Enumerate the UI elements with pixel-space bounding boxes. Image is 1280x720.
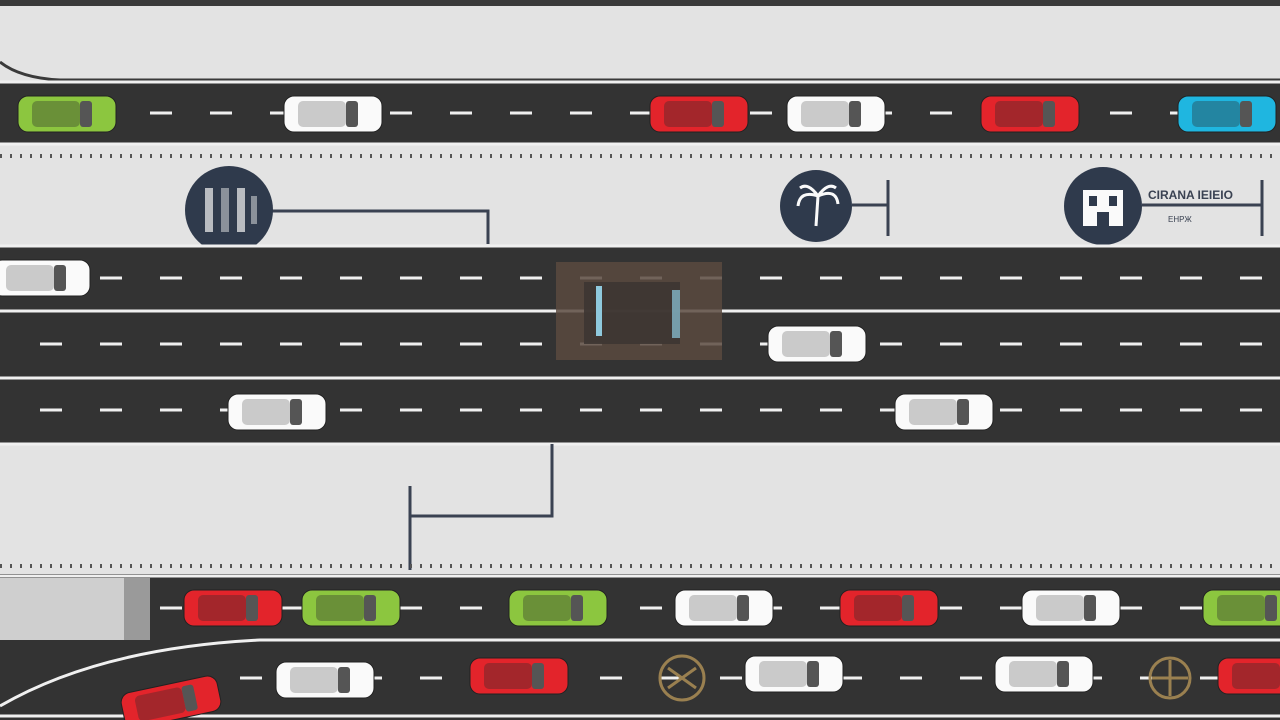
sign-connector-1 — [272, 209, 490, 244]
vehicle-green-car — [508, 589, 608, 627]
vehicle-white-car — [227, 393, 327, 431]
vehicle-red-car — [469, 657, 569, 695]
top-rail — [0, 0, 1280, 6]
vehicle-white-car — [994, 655, 1094, 693]
vehicle-white-car — [1021, 589, 1121, 627]
sign-connector-2 — [852, 180, 890, 236]
building-icon — [1064, 167, 1142, 245]
vehicle-white-car — [275, 661, 375, 699]
pedestrian-crossing-icon — [185, 166, 273, 254]
vehicles — [0, 95, 1280, 720]
vehicle-white-car — [767, 325, 867, 363]
vehicle-red-car — [649, 95, 749, 133]
overpass-structure — [556, 262, 722, 360]
sign-sublabel: ЕНРЖ — [1168, 215, 1192, 224]
vehicle-red-car — [839, 589, 939, 627]
sign-label: CIRANA IEIEIO — [1148, 188, 1233, 202]
vehicle-blue-car — [1177, 95, 1277, 133]
top-road — [0, 80, 1280, 146]
vehicle-white-car — [283, 95, 383, 133]
vehicle-green-car — [301, 589, 401, 627]
lower-connector — [408, 444, 554, 570]
crosshair-icon — [1148, 656, 1192, 700]
vehicle-white-car — [744, 655, 844, 693]
vehicle-red-car — [183, 589, 283, 627]
vehicle-white-car — [786, 95, 886, 133]
vehicle-red-car — [120, 675, 222, 720]
vehicle-red-car — [1217, 657, 1280, 695]
palm-tree-icon — [780, 170, 852, 242]
top-curb-curve — [0, 60, 1280, 82]
sign-connector-3 — [1142, 180, 1264, 236]
tunnel-wall — [124, 578, 150, 640]
no-entry-icon — [658, 654, 706, 702]
vehicle-green-car — [17, 95, 117, 133]
vehicle-green-car — [1202, 589, 1280, 627]
vehicle-white-car — [0, 259, 91, 297]
vehicle-red-car — [980, 95, 1080, 133]
vehicle-white-car — [674, 589, 774, 627]
vehicle-white-car — [894, 393, 994, 431]
